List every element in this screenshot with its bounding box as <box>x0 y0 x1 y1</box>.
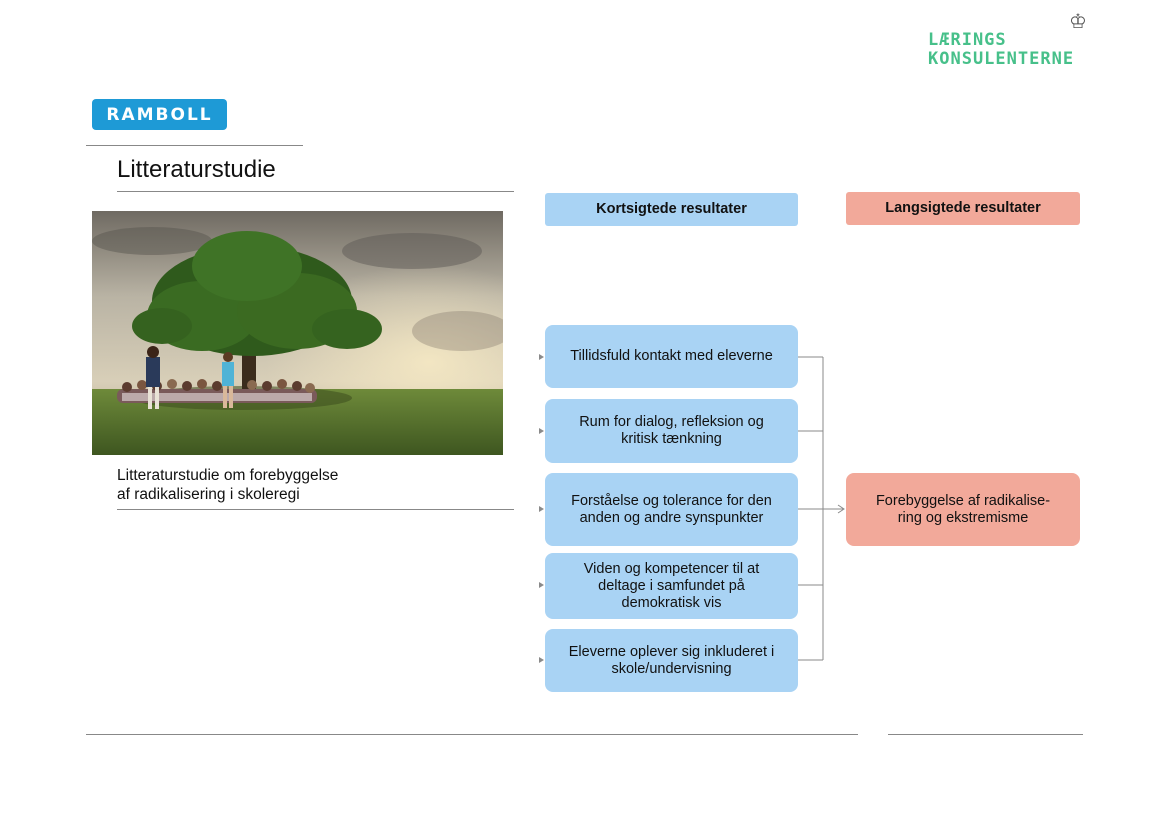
arrow-marker-icon <box>539 354 544 360</box>
item-line: Forståelse og tolerance for den <box>571 493 772 510</box>
item-line: demokratisk vis <box>584 595 759 612</box>
short-term-item: Eleverne oplever sig inkluderet i skole/… <box>545 629 798 692</box>
long-term-header: Langsigtede resultater <box>846 192 1080 225</box>
item-line: skole/undervisning <box>569 661 775 678</box>
short-term-item: Forståelse og tolerance for den anden og… <box>545 473 798 546</box>
item-line: anden og andre synspunkter <box>571 510 772 527</box>
long-term-item: Forebyggelse af radikalise- ring og ekst… <box>846 473 1080 546</box>
arrow-marker-icon <box>539 657 544 663</box>
item-line: ring og ekstremisme <box>876 510 1050 527</box>
short-term-item: Viden og kompetencer til at deltage i sa… <box>545 553 798 619</box>
item-line: Viden og kompetencer til at <box>584 561 759 578</box>
item-line: Tillidsfuld kontakt med eleverne <box>570 348 773 365</box>
arrow-marker-icon <box>539 582 544 588</box>
short-term-item: Tillidsfuld kontakt med eleverne <box>545 325 798 388</box>
item-line: kritisk tænkning <box>579 431 764 448</box>
short-term-header: Kortsigtede resultater <box>545 193 798 226</box>
item-line: Eleverne oplever sig inkluderet i <box>569 644 775 661</box>
item-line: Rum for dialog, refleksion og <box>579 414 764 431</box>
arrow-marker-icon <box>539 506 544 512</box>
item-line: Forebyggelse af radikalise- <box>876 493 1050 510</box>
arrow-marker-icon <box>539 428 544 434</box>
item-line: deltage i samfundet på <box>584 578 759 595</box>
short-term-item: Rum for dialog, refleksion og kritisk tæ… <box>545 399 798 463</box>
